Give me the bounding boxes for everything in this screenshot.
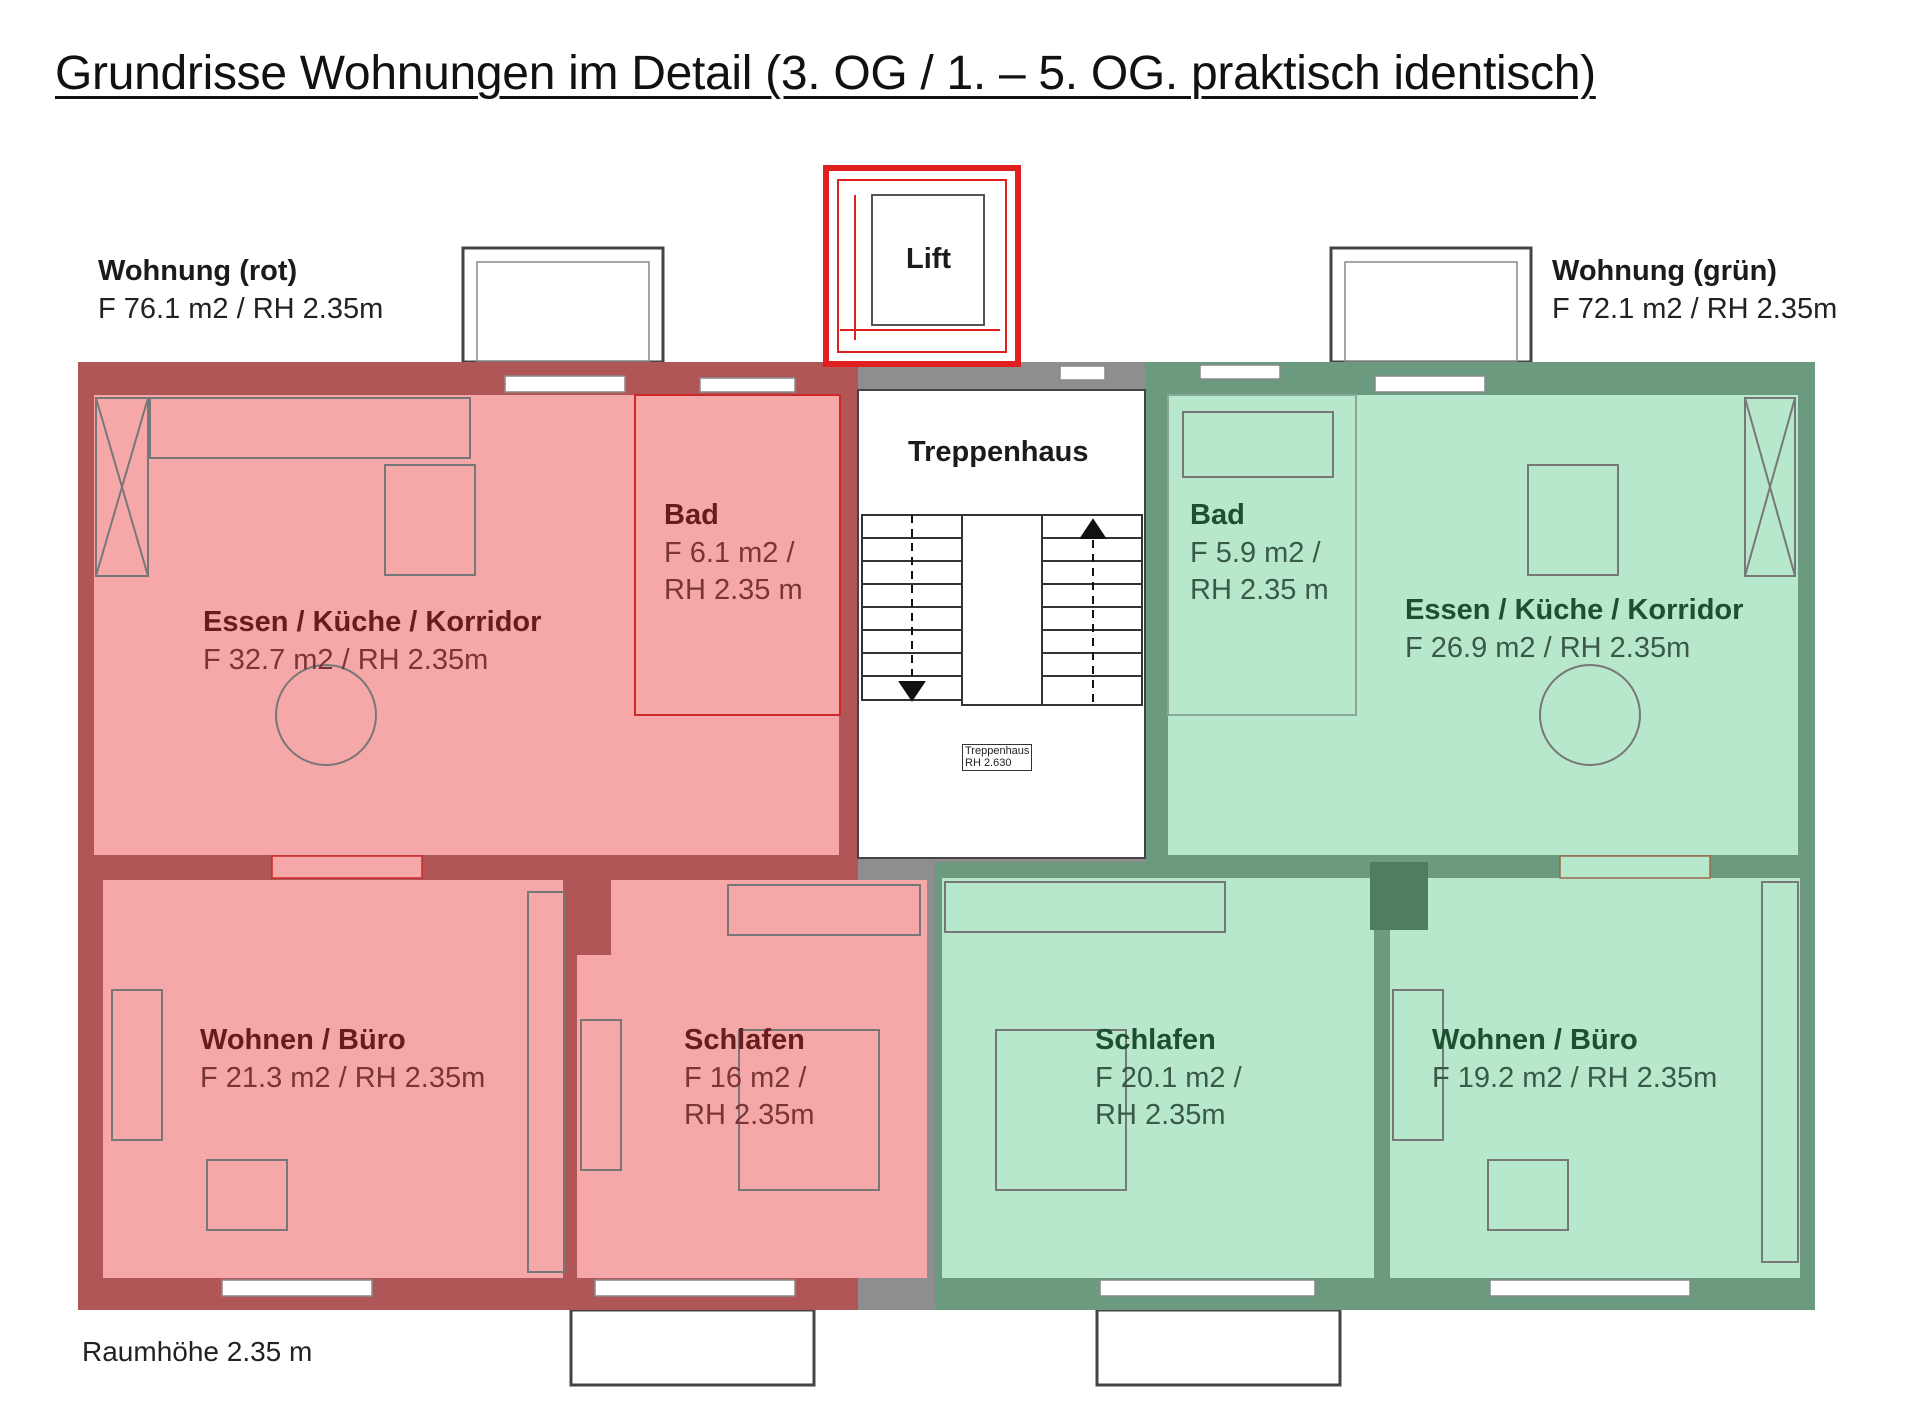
room-area: F 16 m2 /	[684, 1061, 807, 1094]
red-unit	[78, 362, 927, 1310]
unit-red-area: F 76.1 m2 / RH 2.35m	[98, 292, 384, 325]
stairwell-tag-name: Treppenhaus	[965, 745, 1030, 757]
room-name: Bad	[664, 499, 719, 531]
room-height: RH 2.35m	[1095, 1099, 1226, 1132]
balcony-south-red	[569, 1308, 816, 1387]
page-title: Grundrisse Wohnungen im Detail (3. OG / …	[55, 47, 1596, 100]
room-area: F 21.3 m2 / RH 2.35m	[200, 1061, 486, 1094]
room-green-bath: Bad F 5.9 m2 / RH 2.35 m	[1190, 497, 1329, 610]
green-bedroom-room	[942, 878, 1374, 1278]
room-name: Essen / Küche / Korridor	[1405, 594, 1744, 626]
furniture	[95, 397, 1799, 1273]
stairwell-label: Treppenhaus	[908, 436, 1089, 468]
balcony-south-green	[1095, 1308, 1342, 1387]
balcony-north-green	[1329, 246, 1533, 364]
lift-label: Lift	[906, 243, 952, 275]
unit-green-title: Wohnung (grün)	[1552, 255, 1777, 287]
unit-red-header: Wohnung (rot) F 76.1 m2 / RH 2.35m	[98, 253, 383, 328]
room-red-bath: Bad F 6.1 m2 / RH 2.35 m	[664, 497, 803, 610]
room-red-living: Wohnen / Büro F 21.3 m2 / RH 2.35m	[200, 1022, 485, 1097]
green-bath-room-over	[1167, 394, 1357, 716]
stairwell-tag-height: RH 2.630	[965, 756, 1012, 769]
room-name: Wohnen / Büro	[200, 1024, 406, 1056]
room-green-bedroom: Schlafen F 20.1 m2 / RH 2.35m	[1095, 1022, 1242, 1135]
room-name: Essen / Küche / Korridor	[203, 606, 542, 638]
lift-shaft	[823, 165, 1021, 367]
room-area: F 5.9 m2 /	[1190, 536, 1321, 569]
staircase-core	[857, 389, 1146, 859]
windows	[221, 364, 1711, 1297]
room-red-bedroom: Schlafen F 16 m2 / RH 2.35m	[684, 1022, 815, 1135]
balcony-north-red	[461, 246, 665, 364]
room-area: F 20.1 m2 /	[1095, 1061, 1242, 1094]
unit-green-area: F 72.1 m2 / RH 2.35m	[1552, 292, 1838, 325]
room-name: Bad	[1190, 499, 1245, 531]
room-name: Schlafen	[684, 1024, 805, 1056]
room-height: RH 2.35 m	[1190, 574, 1329, 607]
room-name: Wohnen / Büro	[1432, 1024, 1638, 1056]
balconies	[461, 246, 1533, 1387]
green-living-room	[1390, 878, 1800, 1278]
room-name: Schlafen	[1095, 1024, 1216, 1056]
unit-green-header: Wohnung (grün) F 72.1 m2 / RH 2.35m	[1552, 253, 1837, 328]
ceiling-height-note: Raumhöhe 2.35 m	[82, 1336, 313, 1367]
unit-red-title: Wohnung (rot)	[98, 255, 298, 287]
red-living-room	[103, 880, 563, 1278]
stair-arrows	[898, 515, 1107, 705]
room-area: F 6.1 m2 /	[664, 536, 795, 569]
room-area: F 26.9 m2 / RH 2.35m	[1405, 631, 1691, 664]
room-area: F 32.7 m2 / RH 2.35m	[203, 643, 489, 676]
red-bath-room	[634, 394, 841, 716]
green-unit	[935, 362, 1815, 1310]
room-green-kitchen: Essen / Küche / Korridor F 26.9 m2 / RH …	[1405, 592, 1743, 667]
room-height: RH 2.35m	[684, 1099, 815, 1132]
room-red-kitchen: Essen / Küche / Korridor F 32.7 m2 / RH …	[203, 604, 541, 679]
room-area: F 19.2 m2 / RH 2.35m	[1432, 1061, 1718, 1094]
red-bedroom-room	[577, 880, 927, 1278]
room-height: RH 2.35 m	[664, 574, 803, 607]
room-green-living: Wohnen / Büro F 19.2 m2 / RH 2.35m	[1432, 1022, 1717, 1097]
stairwell-tag: Treppenhaus RH 2.630	[962, 744, 1033, 772]
